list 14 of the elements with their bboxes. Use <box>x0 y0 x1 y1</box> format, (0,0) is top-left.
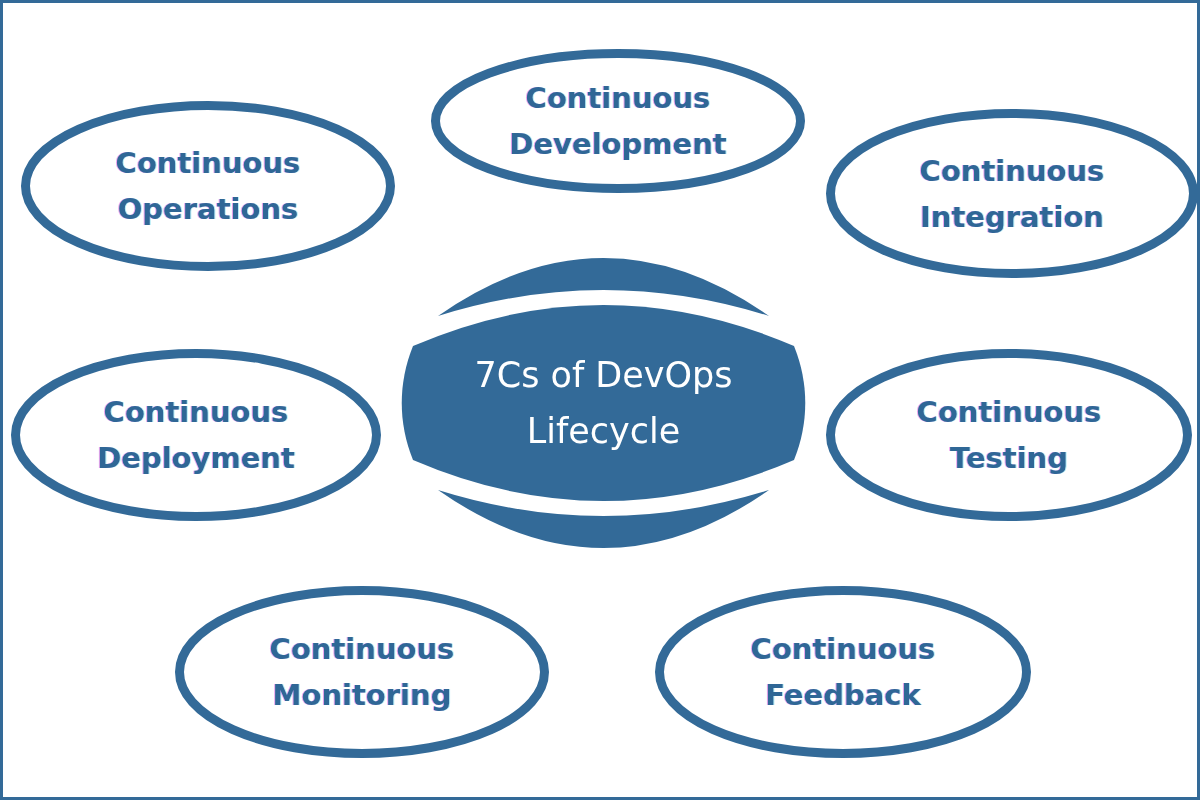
ellipse-node <box>826 349 1192 521</box>
node-label: Continuous Testing <box>916 394 1102 477</box>
ellipse-node <box>175 586 549 758</box>
node-label: 7Cs of DevOps Lifecycle <box>473 354 734 453</box>
node-label: Continuous Operations <box>115 145 301 228</box>
ellipse-node <box>655 586 1031 758</box>
node-label: Continuous Monitoring <box>269 631 455 714</box>
node-label: Continuous Integration <box>919 152 1105 236</box>
ellipse-node <box>21 101 395 271</box>
node-label: Continuous Development <box>509 80 727 163</box>
node-label: Continuous Feedback <box>750 631 936 714</box>
node-label: Continuous Deployment <box>97 394 295 477</box>
ellipse-node <box>11 349 381 521</box>
ellipse-node <box>431 49 805 193</box>
